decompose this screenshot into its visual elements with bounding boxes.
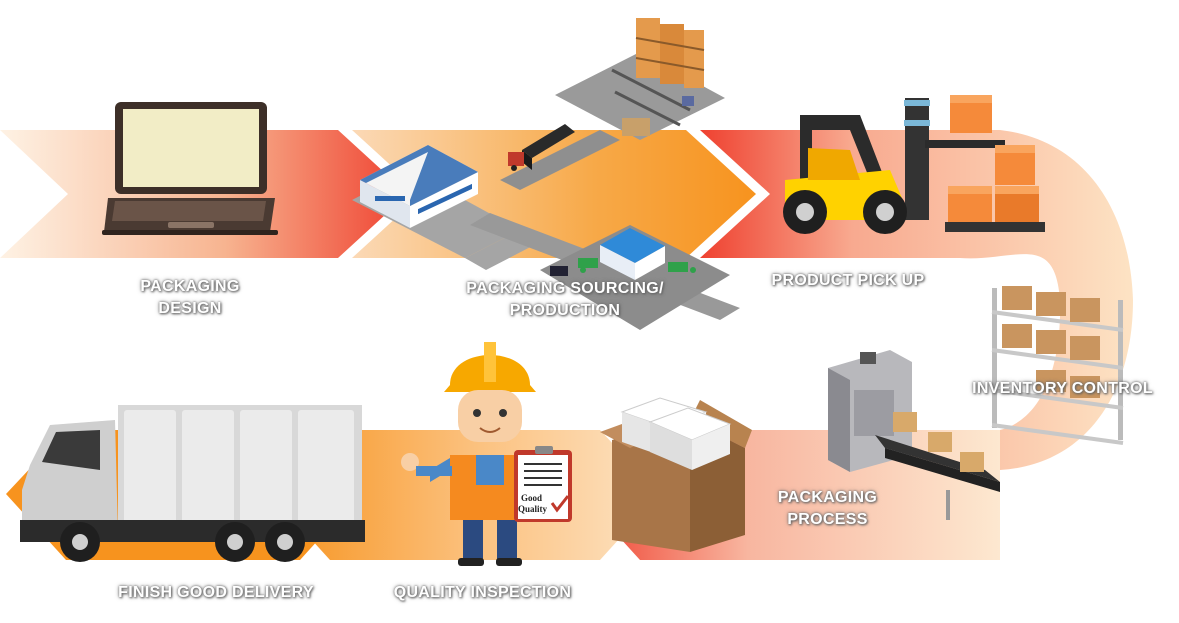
packaging-machine-icon [828,350,1000,520]
warehouse-platform [555,52,725,140]
laptop-icon [102,102,278,235]
conveyor-lines-icon [611,68,694,127]
production-map-icon [352,18,740,330]
quality-inspector-icon [401,342,536,566]
stage-label-delivery: FINISH GOOD DELIVERY [90,582,342,604]
stage-label-inventory-line1: INVENTORY CONTROL [972,380,1153,397]
clipboard-text-line2: Quality [518,504,548,514]
inventory-shelf-icon [991,286,1124,445]
road-truck-icon [508,124,575,171]
check-mark-icon [550,495,570,513]
stage-label-inspection: QUALITY INSPECTION [370,582,595,604]
stage-label-design: PACKAGING DESIGN [125,276,255,320]
stage-label-process-line1: PACKAGING [777,489,878,506]
packed-items-icon [620,397,732,470]
stage-label-process-line2: PROCESS [787,511,868,528]
stage-label-sourcing-line2: PRODUCTION [509,302,621,319]
delivery-truck-icon [20,405,365,562]
road-path [500,130,620,190]
forklift-icon [783,98,1005,234]
stage-label-delivery-line1: FINISH GOOD DELIVERY [118,584,314,601]
stage-label-design-line1: PACKAGING [140,278,240,295]
stacked-boxes-icon [945,95,1045,232]
stage-label-sourcing-line1: PACKAGING SOURCING/ [466,280,664,297]
cardboard-box-icon [600,397,752,552]
stage-label-pickup: PRODUCT PICK UP [748,270,948,292]
stage-label-inspection-line1: QUALITY INSPECTION [393,584,572,601]
stage-label-design-line2: DESIGN [158,300,222,317]
pallet-racks-icon [635,18,705,88]
stage-label-pickup-line1: PRODUCT PICK UP [771,272,925,289]
factory-building-icon [550,228,696,280]
stage-label-inventory: INVENTORY CONTROL [950,378,1175,400]
stage-label-process: PACKAGING PROCESS [760,487,895,531]
clipboard-text-line1: Good [521,493,542,503]
stage-label-sourcing: PACKAGING SOURCING/ PRODUCTION [440,278,690,322]
clipboard-icon: Good Quality [514,446,572,522]
warehouse-building-icon [360,145,478,228]
